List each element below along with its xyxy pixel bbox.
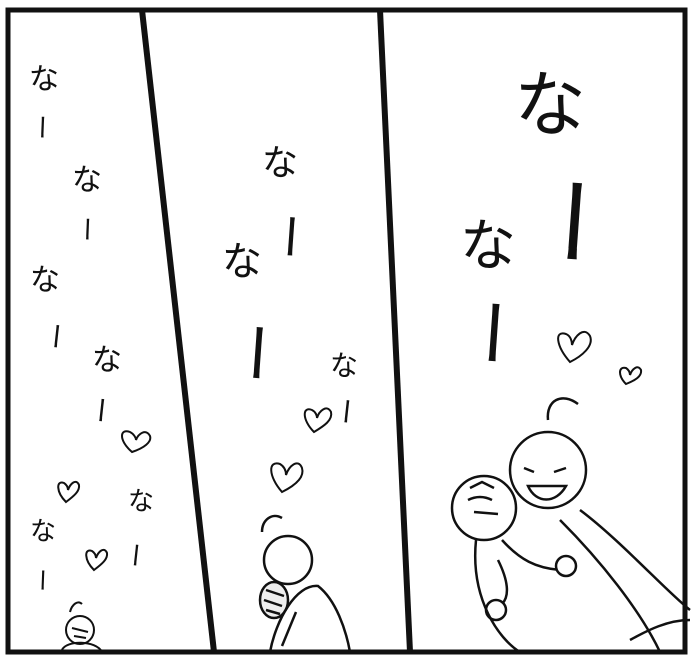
- chant-na: な: [514, 63, 586, 147]
- heart-icon: [303, 407, 333, 434]
- chant-bar: ー: [215, 318, 293, 387]
- panel-divider-2: [377, 9, 413, 653]
- chant-bar: ー: [259, 210, 318, 262]
- chant-bar: ー: [83, 394, 119, 425]
- chant-na: な: [28, 61, 60, 98]
- chant-na: な: [330, 349, 358, 382]
- chant-na: な: [460, 214, 516, 279]
- heart-icon: [557, 330, 592, 364]
- chant-bar: ー: [512, 169, 630, 273]
- heart-icon: [85, 548, 109, 572]
- chant-bar: ー: [118, 540, 151, 569]
- chant-na: な: [30, 263, 60, 298]
- heart-icon: [57, 480, 81, 504]
- heart-icon: [270, 462, 304, 494]
- tiny-figure: [61, 601, 103, 653]
- hugging-pair: [450, 397, 691, 654]
- chant-na: な: [92, 343, 122, 378]
- panel-divider-1: [139, 9, 217, 653]
- chant-bar: ー: [25, 114, 56, 141]
- chant-bar: ー: [70, 215, 101, 242]
- chant-bar: ー: [447, 293, 536, 371]
- panel-3: な ー な ー: [447, 63, 691, 654]
- hugging-figure: [258, 514, 352, 653]
- heart-icon: [619, 366, 643, 386]
- chant-na: な: [262, 143, 298, 184]
- chant-bar: ー: [27, 568, 56, 593]
- panel-2: な ー な ー な ー: [215, 143, 364, 653]
- chant-na: な: [72, 163, 102, 198]
- chant-na: な: [222, 239, 262, 285]
- page-border: [5, 7, 688, 655]
- panel-1: な ー な ー な ー な ー な ー な ー: [25, 61, 154, 653]
- heart-icon: [121, 430, 152, 454]
- chant-bar: ー: [38, 320, 74, 351]
- chant-na: な: [30, 517, 56, 547]
- chant-na: な: [128, 487, 154, 517]
- chant-bar: ー: [328, 395, 364, 426]
